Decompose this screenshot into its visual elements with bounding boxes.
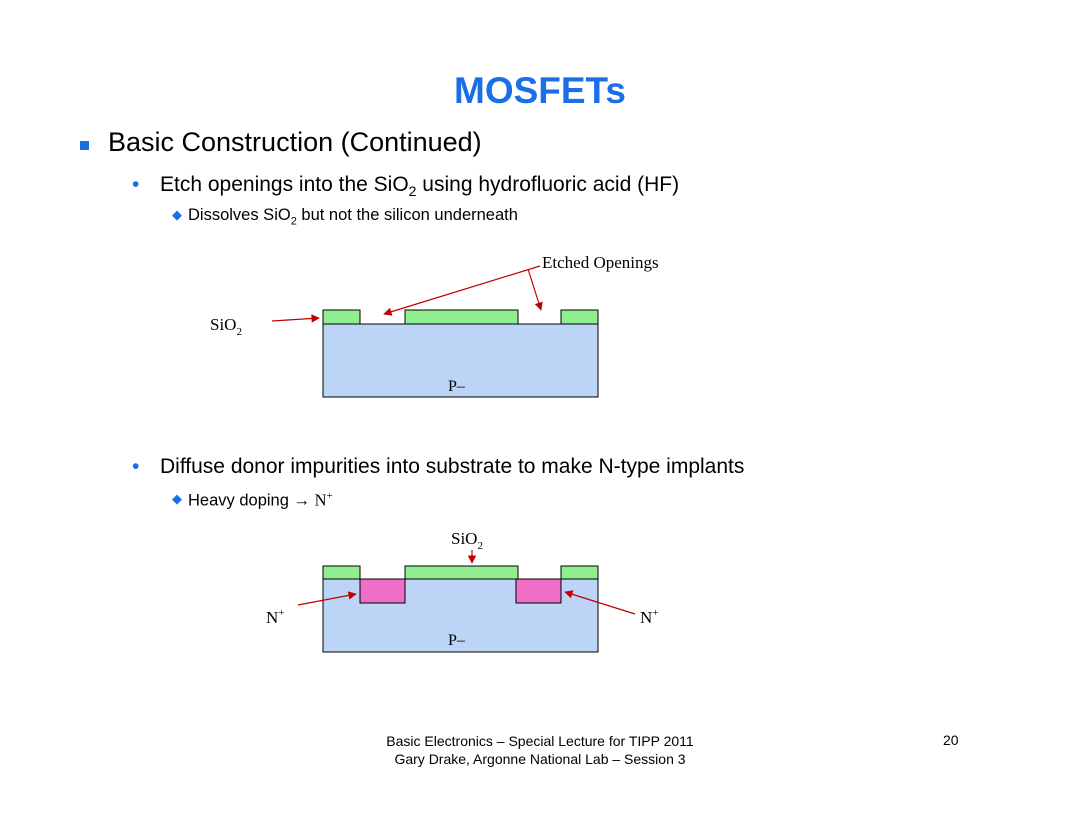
bullet-heavy-doping-text: Heavy doping → — [188, 491, 315, 510]
bullet-diffuse-donor: • Diffuse donor impurities into substrat… — [132, 455, 745, 479]
oxide-center-2 — [404, 565, 519, 580]
bullet-etch-openings: • Etch openings into the SiO2 using hydr… — [132, 173, 680, 200]
label-substrate-2: P– — [448, 632, 466, 649]
label-n-right-text: N — [640, 608, 652, 627]
arrow-etched-left — [383, 265, 541, 316]
bullet-etch-text-post: using hydrofluoric acid (HF) — [416, 173, 680, 196]
oxide-left — [322, 309, 361, 325]
bullet-dissolves-text-sub: 2 — [290, 215, 297, 228]
label-n-right: N+ — [640, 607, 659, 627]
label-n-left: N+ — [266, 607, 285, 627]
oxide-right-2 — [560, 565, 599, 580]
label-n-left-sup: + — [278, 607, 284, 619]
bullet-basic-construction-text: Basic Construction (Continued) — [108, 127, 482, 157]
diagram-etched-openings: Etched Openings SiO2 P– — [210, 253, 659, 398]
label-sio2-2: SiO2 — [451, 529, 483, 552]
oxide-left-2 — [322, 565, 361, 580]
footer-line-1: Basic Electronics – Special Lecture for … — [386, 733, 694, 749]
label-etched-openings: Etched Openings — [542, 253, 659, 272]
arrow-n-right — [564, 590, 636, 615]
diamond-bullet-icon: ◆ — [172, 207, 182, 222]
label-sio2-1-sub: 2 — [236, 326, 242, 338]
page-number: 20 — [943, 732, 959, 748]
label-sio2-1: SiO2 — [210, 315, 242, 338]
bullet-dissolves-text-pre: Dissolves SiO — [188, 206, 291, 224]
square-bullet-icon — [80, 141, 89, 150]
bullet-etch-text-pre: Etch openings into the SiO — [160, 173, 409, 196]
label-sio2-2-text: SiO — [451, 529, 477, 548]
arrow-etched-right — [527, 268, 543, 311]
bullet-diffuse-text: Diffuse donor impurities into substrate … — [160, 455, 745, 478]
implant-n-left — [359, 578, 406, 604]
implant-n-right — [515, 578, 562, 604]
footer-line-2: Gary Drake, Argonne National Lab – Sessi… — [394, 751, 686, 767]
oxide-right — [560, 309, 599, 325]
label-sio2-1-text: SiO — [210, 315, 236, 334]
bullet-heavy-doping-n: N — [314, 490, 327, 510]
label-n-right-sup: + — [652, 607, 658, 619]
bullet-dissolves: ◆ Dissolves SiO2 but not the silicon und… — [172, 206, 518, 228]
label-n-left-text: N — [266, 608, 278, 627]
bullet-basic-construction: Basic Construction (Continued) — [80, 127, 482, 158]
arrow-sio2-1 — [271, 314, 320, 323]
diagram-n-implants: SiO2 N+ N+ P– — [266, 529, 659, 653]
oxide-center — [404, 309, 519, 325]
label-substrate-1: P– — [448, 378, 466, 395]
bullet-dissolves-text-post: but not the silicon underneath — [296, 206, 518, 224]
dot-bullet-icon: • — [132, 455, 140, 478]
bullet-heavy-doping: ◆ Heavy doping → N+ — [172, 490, 333, 511]
bullet-heavy-doping-sup: + — [326, 490, 333, 502]
dot-bullet-icon: • — [132, 173, 140, 196]
bullet-etch-text-sub: 2 — [408, 183, 417, 200]
diamond-bullet-icon: ◆ — [172, 491, 182, 506]
slide-title: MOSFETs — [454, 70, 626, 111]
footer: Basic Electronics – Special Lecture for … — [250, 732, 830, 768]
arrow-n-left — [297, 591, 357, 606]
label-sio2-2-sub: 2 — [477, 540, 483, 552]
